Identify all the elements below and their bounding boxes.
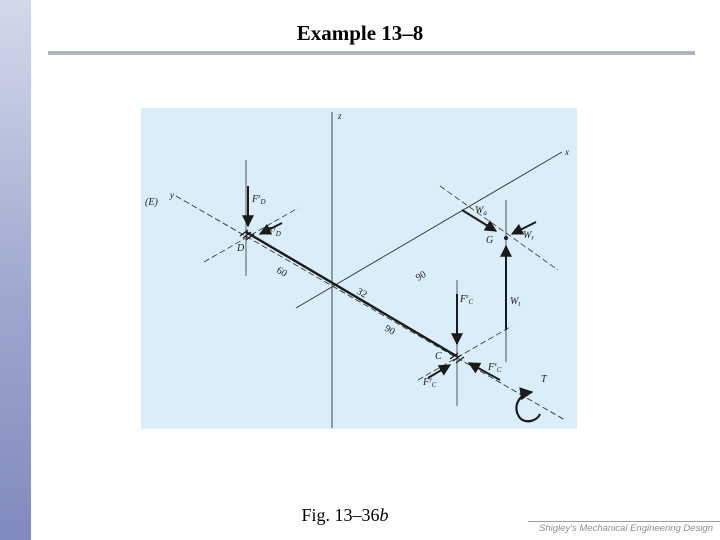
dimension-d1: 60	[275, 265, 289, 280]
force-label-wr: Wr	[523, 230, 534, 242]
force-fx-c-arrow	[467, 362, 501, 381]
title-rule	[48, 51, 695, 55]
point-label-d: D	[236, 243, 245, 254]
gear-point-g	[504, 236, 508, 240]
bearing-d-mark	[239, 229, 255, 241]
diagram-svg: (E) y z x D C G T 60 32 90 90 FzD FyD Fz…	[145, 111, 569, 428]
slide-title: Example 13–8	[296, 21, 424, 45]
footer-rule	[528, 521, 720, 522]
force-label-fz-c: FzC	[459, 294, 473, 306]
force-label-wt: Wt	[510, 296, 521, 308]
bearing-c-line	[417, 325, 513, 381]
force-fy-c-arrow	[427, 364, 452, 379]
y-axis-shaft	[175, 195, 566, 421]
point-label-g: G	[486, 235, 493, 246]
force-label-fy-d: FyD	[266, 226, 281, 238]
force-label-fy-c: FyC	[422, 377, 437, 389]
point-label-c: C	[435, 351, 442, 362]
dimension-d2: 32	[355, 286, 369, 301]
footer-text: Shigley's Mechanical Engineering Design	[539, 523, 713, 534]
shaft-force-diagram: (E) y z x D C G T 60 32 90 90 FzD FyD Fz…	[141, 108, 577, 429]
force-wa-arrow	[461, 209, 498, 232]
view-label: (E)	[145, 197, 158, 208]
force-label-wa: Wa	[475, 205, 487, 217]
torque-arrow	[515, 387, 542, 423]
figure-caption: Fig. 13–36b	[301, 505, 389, 525]
x-axis	[295, 151, 563, 309]
side-accent-bar	[0, 0, 31, 540]
axis-label-y: y	[169, 190, 174, 200]
gear-plane-line	[439, 185, 559, 271]
force-label-fz-d: FzD	[251, 194, 266, 206]
dimension-d4: 90	[414, 269, 428, 284]
force-wr-arrow	[510, 221, 537, 235]
dimension-d3: 90	[383, 323, 397, 338]
axis-label-x: x	[564, 147, 569, 157]
torque-label: T	[541, 374, 548, 385]
shaft-body	[245, 230, 459, 359]
force-label-fx-c: FxC	[487, 362, 502, 374]
bearing-c-mark	[449, 352, 465, 364]
axis-label-z: z	[337, 111, 342, 121]
force-fy-d-arrow	[258, 222, 283, 235]
bearing-d-line	[203, 207, 299, 263]
